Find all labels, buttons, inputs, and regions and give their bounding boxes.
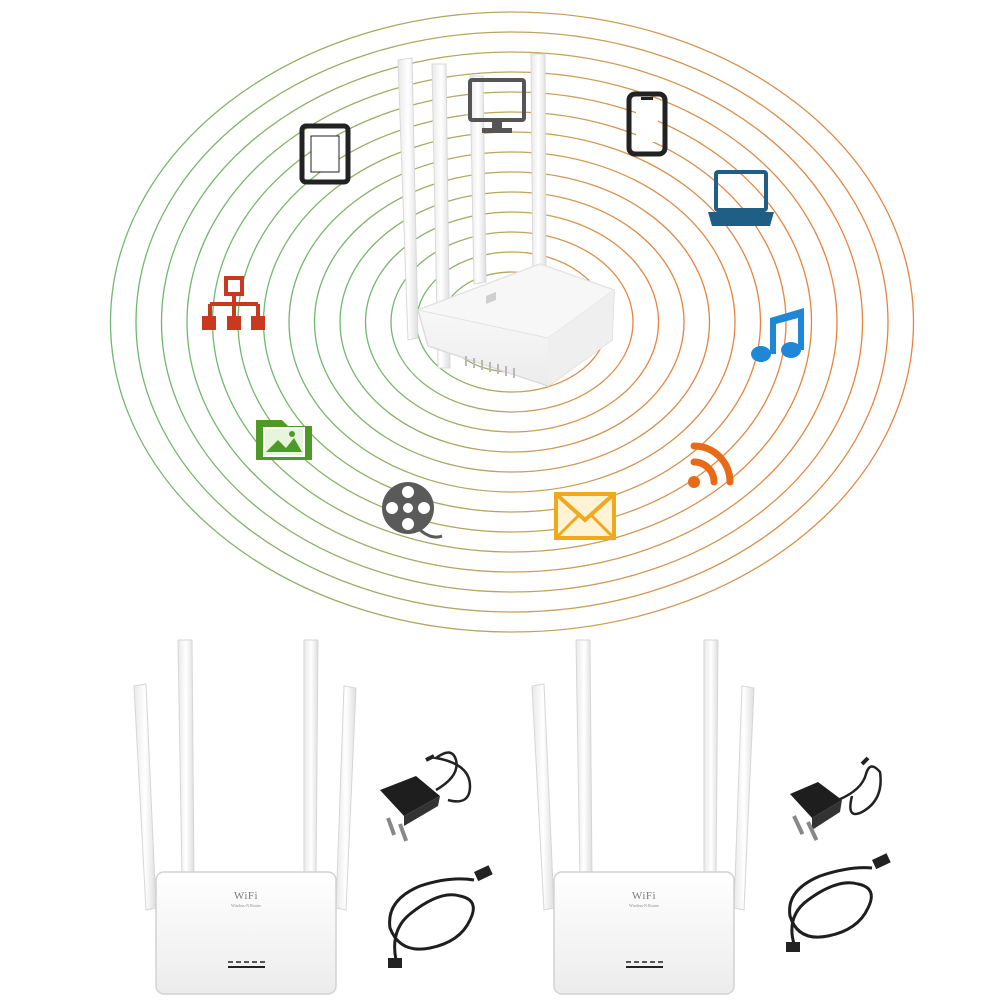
film-reel-icon xyxy=(382,482,443,539)
router-top xyxy=(397,53,616,387)
smartphone-icon xyxy=(626,91,668,157)
router-front-left xyxy=(133,639,357,995)
signal-ring xyxy=(135,31,889,613)
signal-ring xyxy=(109,11,915,633)
music-note-icon xyxy=(751,308,804,362)
mail-envelope-icon xyxy=(554,492,616,540)
image-folder-icon xyxy=(256,420,312,460)
ethernet-cable-right xyxy=(786,853,891,952)
monitor-icon xyxy=(468,78,526,133)
status-leds xyxy=(228,961,265,968)
signal-ring xyxy=(313,171,711,473)
power-adapter-eu xyxy=(790,756,882,841)
signal-ring xyxy=(364,211,660,433)
ethernet-cable-left xyxy=(388,865,493,968)
status-leds xyxy=(626,961,663,968)
router-logo-mark xyxy=(486,292,496,304)
router-vents xyxy=(465,356,515,378)
rss-feed-icon xyxy=(688,442,734,488)
tablet-icon xyxy=(299,123,351,185)
signal-ring xyxy=(390,231,634,413)
router-front-right xyxy=(531,639,755,995)
signal-ring xyxy=(339,191,685,453)
network-hierarchy-icon xyxy=(202,276,265,330)
signal-ring xyxy=(288,151,736,493)
laptop-icon xyxy=(708,170,774,226)
signal-ring xyxy=(186,71,838,573)
power-adapter-us xyxy=(380,751,472,842)
signal-ring xyxy=(160,51,864,593)
